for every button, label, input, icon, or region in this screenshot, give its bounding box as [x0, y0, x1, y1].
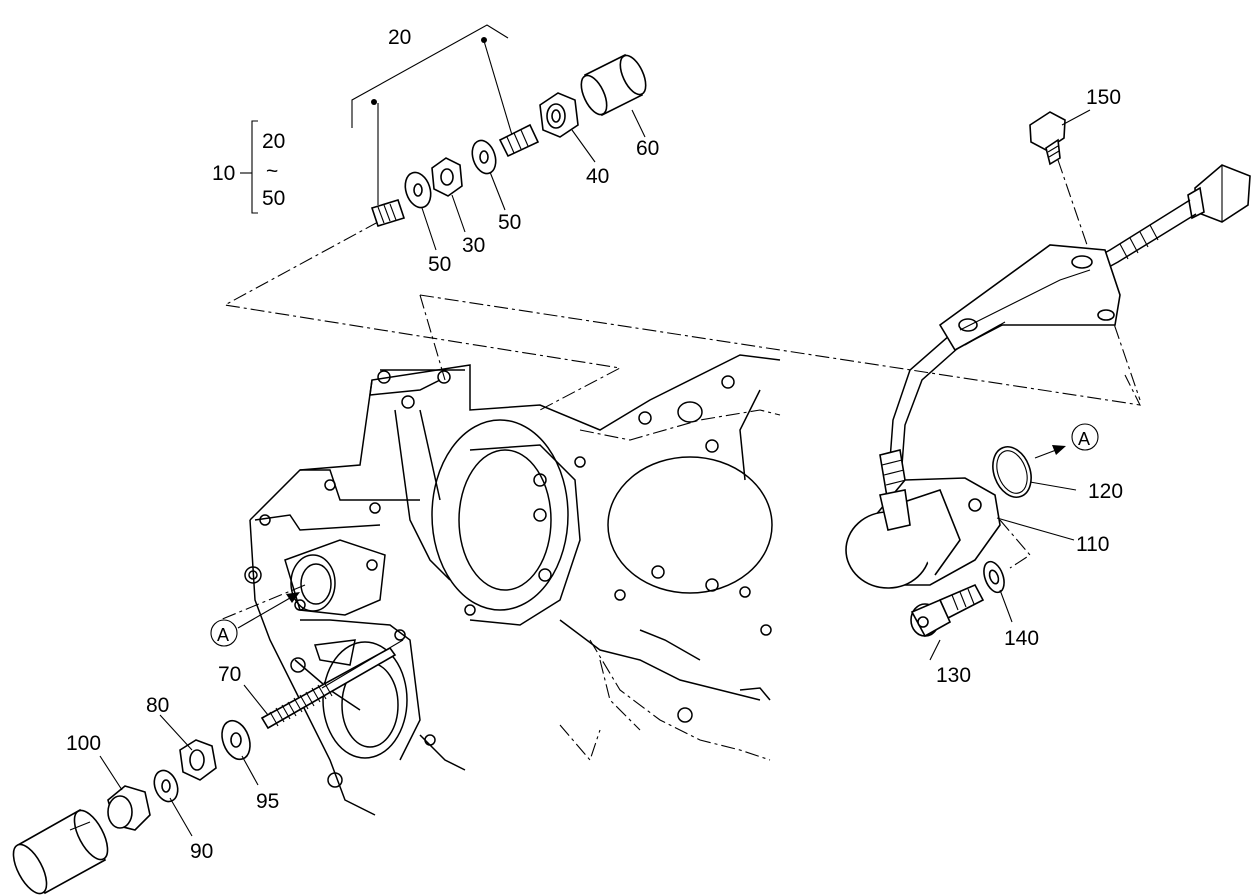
callout-60: 60 — [636, 137, 659, 160]
callout-100: 100 — [66, 732, 101, 755]
callout-140: 140 — [1004, 627, 1039, 650]
top-callout-leaders — [421, 109, 646, 251]
callout-50-washer-b: 50 — [498, 211, 521, 234]
bolt-150 — [1029, 111, 1066, 166]
nut-30 — [431, 157, 463, 197]
nut-80 — [179, 739, 217, 781]
sensor-assembly — [845, 164, 1251, 589]
callout-50-range-end: 50 — [262, 187, 285, 210]
reference-circle-a-right — [1071, 423, 1099, 451]
washer-50-b — [471, 139, 497, 175]
cap-nut-100 — [107, 785, 151, 831]
group-10-brace — [240, 120, 258, 214]
callout-labels: 20 10 20 ~ 50 50 30 50 40 60 150 120 110… — [66, 26, 1123, 863]
callout-10: 10 — [212, 162, 235, 185]
callout-90: 90 — [190, 840, 213, 863]
stud-spring-20 — [498, 123, 540, 158]
stud-bolt-20 — [370, 199, 406, 227]
washer-50-a — [404, 171, 432, 209]
callout-range-tilde: ~ — [266, 160, 278, 183]
engine-block — [244, 354, 781, 816]
assembly-leader-lines — [219, 159, 1141, 621]
washer-140 — [983, 560, 1005, 594]
callout-70: 70 — [218, 663, 241, 686]
callout-130: 130 — [936, 664, 971, 687]
bolt-130 — [910, 583, 985, 638]
reference-a-left: A — [217, 625, 229, 645]
callout-30: 30 — [462, 234, 485, 257]
reference-circle-a-left — [210, 619, 238, 647]
lower-callout-leaders — [99, 592, 300, 837]
stud-70 — [260, 639, 404, 730]
callout-50-washer-a: 50 — [428, 253, 451, 276]
sleeve-lower — [12, 808, 109, 895]
washer-90 — [153, 769, 179, 803]
right-callout-leaders — [929, 109, 1091, 661]
callout-20-range-start: 20 — [262, 130, 285, 153]
callout-40: 40 — [586, 165, 609, 188]
callout-95: 95 — [256, 790, 279, 813]
washer-95 — [221, 719, 251, 761]
o-ring-120 — [992, 446, 1032, 498]
sleeve-60 — [580, 53, 647, 117]
callout-150: 150 — [1086, 86, 1121, 109]
group-20-bracket — [351, 24, 513, 205]
callout-120: 120 — [1088, 480, 1123, 503]
callout-80: 80 — [146, 694, 169, 717]
cap-nut-40 — [539, 92, 579, 138]
callout-20-top: 20 — [388, 26, 411, 49]
callout-110: 110 — [1076, 533, 1109, 556]
reference-a-right: A — [1078, 429, 1090, 449]
